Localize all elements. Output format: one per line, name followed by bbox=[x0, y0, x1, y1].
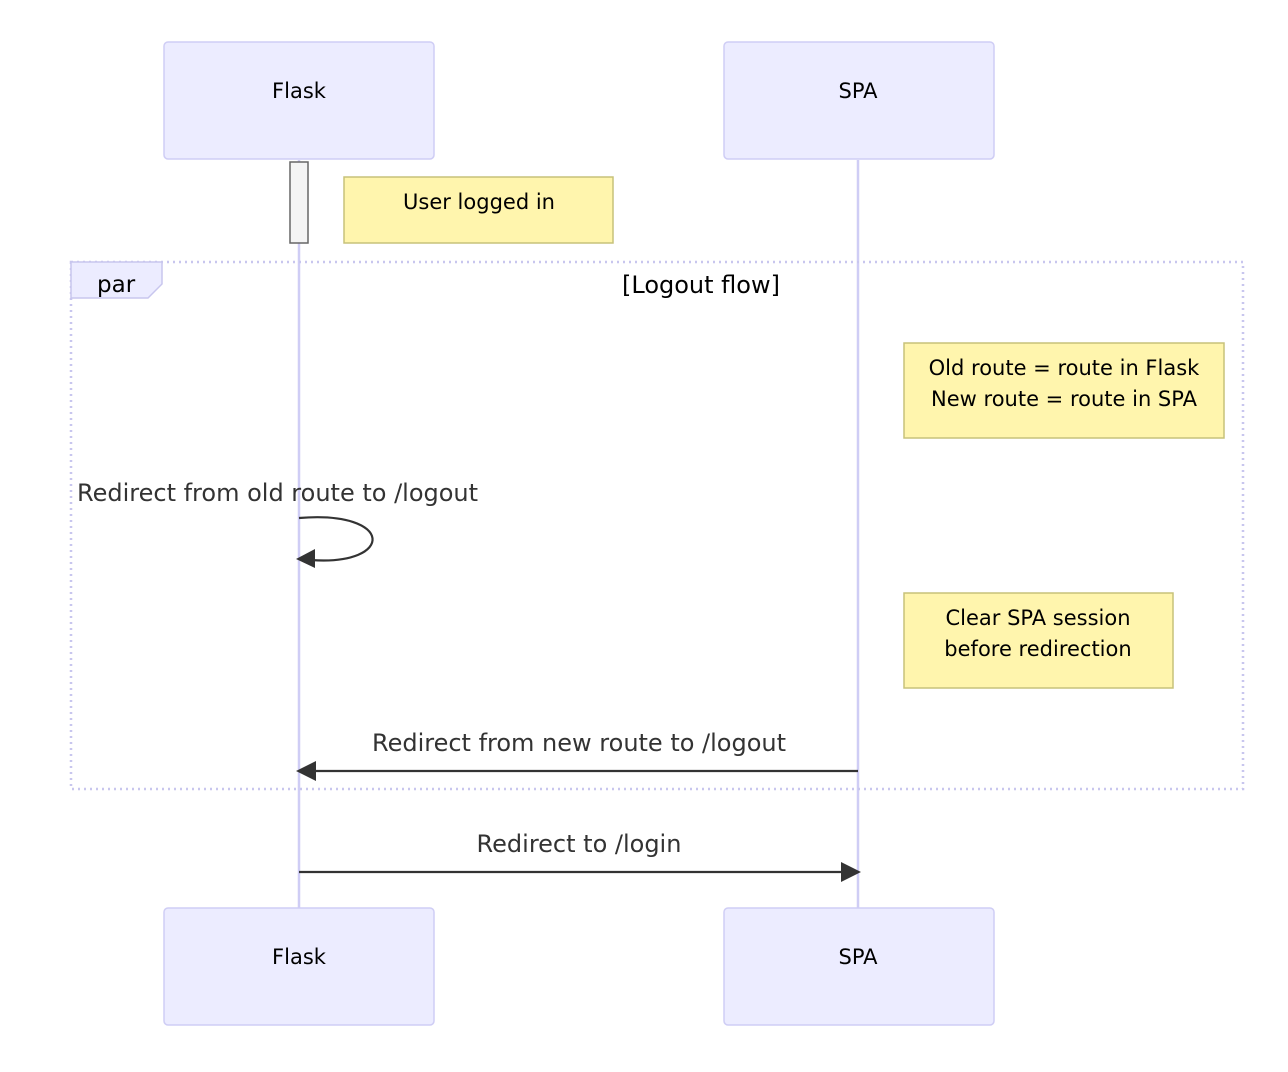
note-text-line2: before redirection bbox=[944, 637, 1131, 661]
note-clear-session: Clear SPA session before redirection bbox=[903, 592, 1174, 689]
message-flask-to-spa: Redirect to /login bbox=[299, 830, 861, 882]
par-frame: par [Logout flow] bbox=[69, 260, 1245, 791]
message-label: Redirect to /login bbox=[477, 830, 682, 858]
note-text-line1: Clear SPA session bbox=[945, 606, 1130, 630]
actor-flask-bottom[interactable]: Flask bbox=[163, 907, 435, 1026]
actor-label: SPA bbox=[838, 79, 878, 103]
message-spa-to-flask: Redirect from new route to /logout bbox=[296, 729, 858, 781]
actor-label: Flask bbox=[272, 945, 327, 969]
arrowhead-icon bbox=[841, 862, 861, 882]
arrowhead-icon bbox=[296, 761, 316, 781]
note-routes: Old route = route in Flask New route = r… bbox=[903, 342, 1225, 439]
note-user-logged-in: User logged in bbox=[343, 176, 614, 244]
actor-spa-bottom[interactable]: SPA bbox=[723, 907, 995, 1026]
frame-condition: [Logout flow] bbox=[622, 271, 780, 299]
actor-spa-top[interactable]: SPA bbox=[723, 41, 995, 160]
flask-activation-bar bbox=[289, 161, 309, 244]
frame-keyword: par bbox=[97, 272, 136, 298]
arrowhead-icon bbox=[296, 549, 315, 568]
note-text-line1: Old route = route in Flask bbox=[929, 356, 1201, 380]
note-text-line2: New route = route in SPA bbox=[931, 387, 1198, 411]
note-text: User logged in bbox=[403, 190, 555, 214]
message-label: Redirect from old route to /logout bbox=[77, 479, 478, 507]
actor-label: Flask bbox=[272, 79, 327, 103]
actor-label: SPA bbox=[838, 945, 878, 969]
message-self-redirect: Redirect from old route to /logout bbox=[77, 479, 478, 568]
actor-flask-top[interactable]: Flask bbox=[163, 41, 435, 160]
message-label: Redirect from new route to /logout bbox=[372, 729, 786, 757]
